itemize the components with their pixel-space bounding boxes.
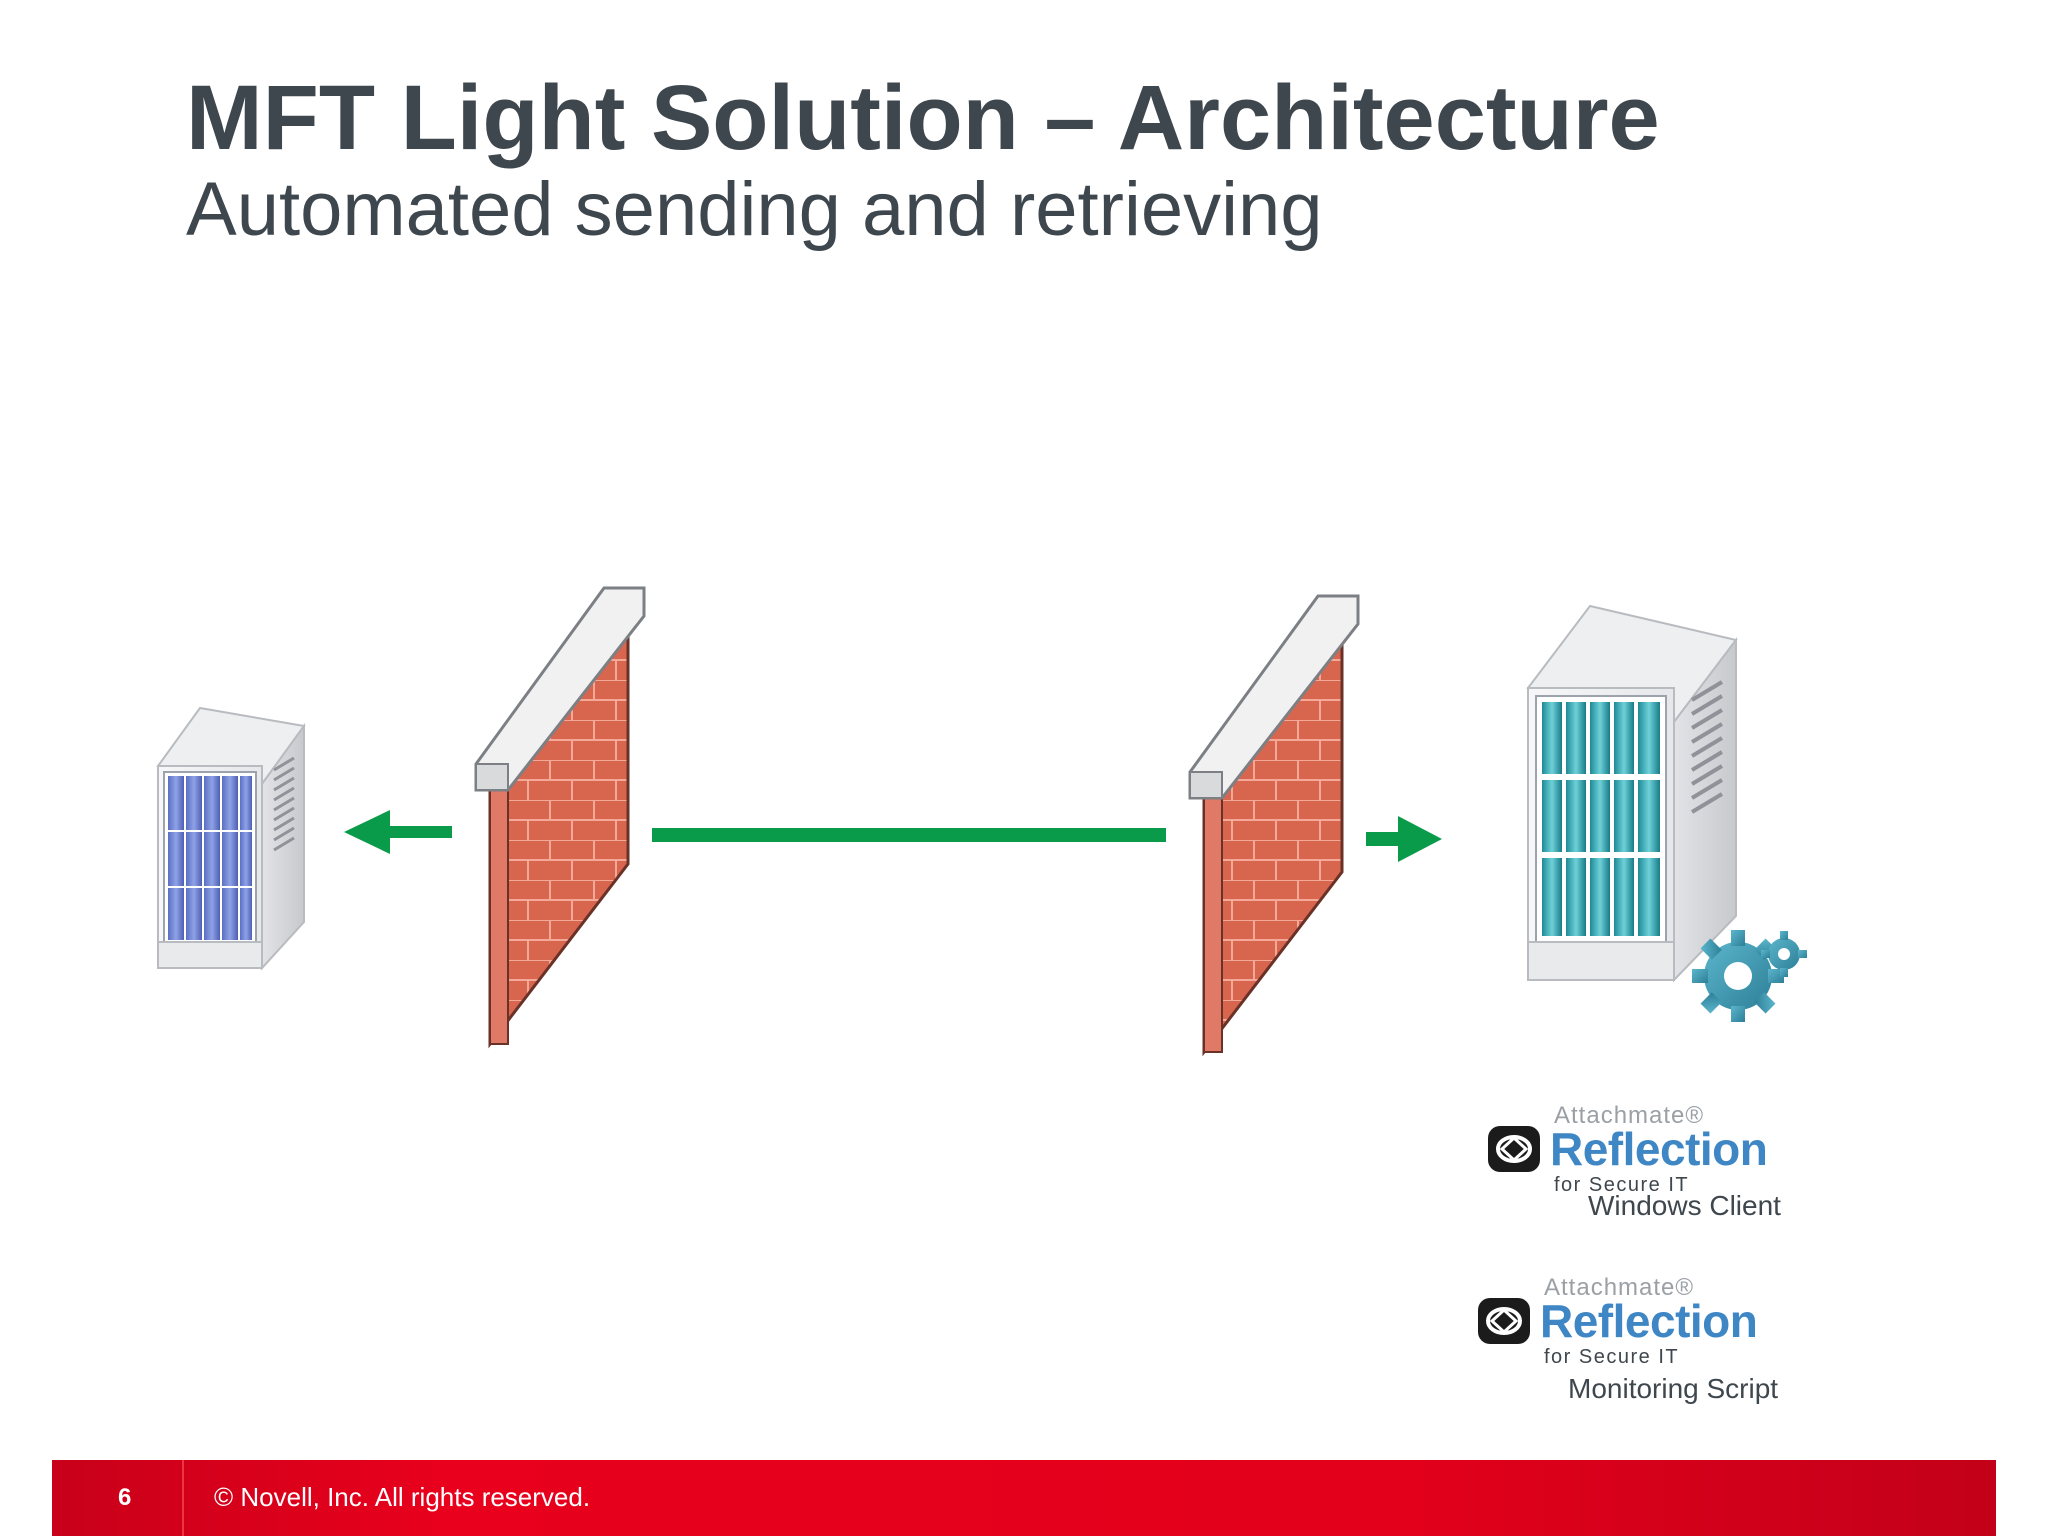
reflection-wordmark: Reflection [1550, 1123, 1768, 1175]
right-firewall-icon [1188, 594, 1360, 1057]
footer-divider [182, 1460, 184, 1536]
reflection-tagline: for Secure IT [1544, 1346, 1680, 1368]
attachmate-logo-icon [1488, 1126, 1540, 1172]
slide-title: MFT Light Solution – Architecture [186, 67, 1660, 169]
slide-subtitle: Automated sending and retrieving [186, 167, 1323, 252]
left-arrow [344, 810, 452, 854]
reflection-logo-windows-client: Attachmate® Reflection for Secure IT [1486, 1102, 1826, 1198]
footer-bar: 6 © Novell, Inc. All rights reserved. [52, 1460, 1996, 1536]
reflection-tagline: for Secure IT [1554, 1174, 1690, 1196]
reflection-wordmark: Reflection [1540, 1295, 1758, 1347]
attachmate-wordmark: Attachmate® [1544, 1274, 1695, 1301]
right-arrow [1366, 816, 1442, 862]
gear-icon [1692, 930, 1807, 1022]
page-number: 6 [118, 1484, 132, 1511]
reflection-logo-monitoring-script: Attachmate® Reflection for Secure IT [1476, 1274, 1816, 1370]
attachmate-wordmark: Attachmate® [1554, 1102, 1705, 1129]
left-server-icon [156, 706, 306, 971]
copyright-text: © Novell, Inc. All rights reserved. [214, 1482, 591, 1512]
windows-client-caption: Windows Client [1588, 1190, 1781, 1221]
connection-line [652, 828, 1166, 842]
right-server-icon [1526, 604, 1738, 983]
attachmate-logo-icon [1478, 1298, 1530, 1344]
monitoring-script-caption: Monitoring Script [1568, 1373, 1779, 1404]
left-firewall-icon [474, 586, 646, 1049]
